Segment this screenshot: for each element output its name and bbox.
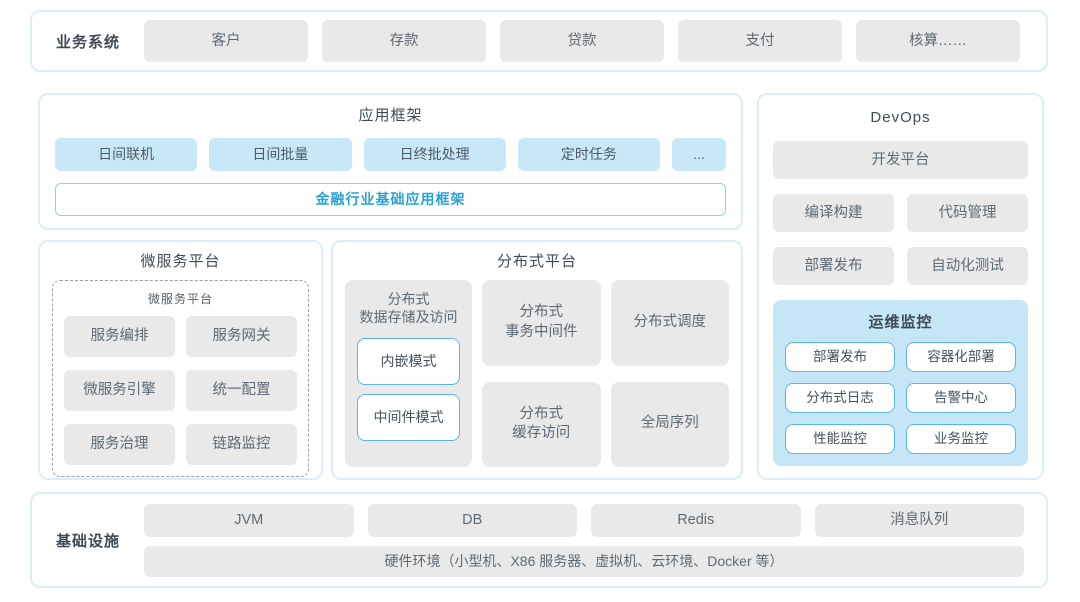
microservice-title: 微服务平台 [140,253,221,270]
dist-global-sequence: 全局序列 [610,381,729,467]
ops-monitoring-grid: 部署发布 容器化部署 分布式日志 告警中心 性能监控 业务监控 [785,342,1016,454]
storage-mode-middleware: 中间件模式 [357,394,460,442]
infrastructure-panel: 基础设施 JVM DB Redis 消息队列 硬件环境（小型机、X86 服务器、… [30,492,1048,588]
microservice-grid: 服务编排 服务网关 微服务引擎 统一配置 服务治理 链路监控 [64,316,297,465]
infrastructure-label: 基础设施 [55,532,120,550]
business-layer-label: 业务系统 [55,33,120,51]
module-scheduled-tasks: 定时任务 [517,138,660,171]
monitor-business: 业务监控 [906,424,1016,454]
tool-deploy-release: 部署发布 [773,247,894,285]
base-framework-box: 金融行业基础应用框架 [55,183,726,216]
monitor-alert-center: 告警中心 [906,383,1016,413]
distributed-storage-title: 分布式 数据存储及访问 [359,291,458,326]
tool-automated-testing: 自动化测试 [907,247,1028,285]
ms-service-governance: 服务治理 [64,424,175,465]
microservice-inner-group: 微服务平台 服务编排 服务网关 微服务引擎 统一配置 服务治理 链路监控 [52,280,309,477]
infrastructure-content: JVM DB Redis 消息队列 硬件环境（小型机、X86 服务器、虚拟机、云… [144,503,1024,577]
module-daytime-online: 日间联机 [55,138,198,171]
distributed-content: 分布式 数据存储及访问 内嵌模式 中间件模式 分布式 事务中间件 分布式 缓存访… [345,280,729,467]
infra-db: DB [367,503,577,537]
devops-panel: DevOps 开发平台 编译构建 代码管理 部署发布 自动化测试 运维监控 部署… [757,93,1044,480]
ms-trace-monitoring: 链路监控 [186,424,297,465]
tool-code-management: 代码管理 [907,194,1028,232]
hardware-environment-box: 硬件环境（小型机、X86 服务器、虚拟机、云环境、Docker 等） [144,545,1024,577]
dist-transaction-middleware: 分布式 事务中间件 [482,280,601,366]
devops-tools-grid: 编译构建 代码管理 部署发布 自动化测试 [773,194,1028,285]
monitor-containerized-deploy: 容器化部署 [906,342,1016,372]
business-item-accounting: 核算…… [856,20,1020,62]
storage-mode-embedded: 内嵌模式 [357,338,460,386]
ms-service-gateway: 服务网关 [186,316,297,357]
app-framework-modules-row: 日间联机 日间批量 日终批处理 定时任务 ... [55,138,726,171]
ms-service-orchestration: 服务编排 [64,316,175,357]
ops-monitoring-panel: 运维监控 部署发布 容器化部署 分布式日志 告警中心 性能监控 业务监控 [773,300,1028,466]
microservice-inner-title: 微服务平台 [147,292,213,306]
ops-monitoring-title: 运维监控 [868,314,933,331]
devops-title: DevOps [870,109,931,126]
module-daytime-batch: 日间批量 [209,138,352,171]
business-layer-panel: 业务系统 客户 存款 贷款 支付 核算…… [30,10,1048,72]
ms-unified-config: 统一配置 [186,370,297,411]
distributed-right-column: 分布式调度 全局序列 [610,280,729,467]
tool-compile-build: 编译构建 [773,194,894,232]
dist-cache-access: 分布式 缓存访问 [482,381,601,467]
distributed-panel: 分布式平台 分布式 数据存储及访问 内嵌模式 中间件模式 分布式 事务中间件 分… [331,240,743,480]
business-items-row: 客户 存款 贷款 支付 核算…… [144,20,1020,62]
app-framework-title: 应用框架 [358,107,423,124]
business-item-payment: 支付 [678,20,842,62]
dev-platform-box: 开发平台 [773,141,1028,179]
business-item-deposit: 存款 [322,20,486,62]
distributed-storage-box: 分布式 数据存储及访问 内嵌模式 中间件模式 [345,280,472,467]
business-item-customer: 客户 [144,20,308,62]
monitor-deploy-release: 部署发布 [785,342,895,372]
monitor-distributed-logs: 分布式日志 [785,383,895,413]
dist-scheduling: 分布式调度 [610,280,729,366]
infra-message-queue: 消息队列 [814,503,1024,537]
ms-microservice-engine: 微服务引擎 [64,370,175,411]
module-eod-batch: 日终批处理 [363,138,506,171]
module-ellipsis: ... [672,138,726,171]
monitor-performance: 性能监控 [785,424,895,454]
distributed-middle-column: 分布式 事务中间件 分布式 缓存访问 [482,280,601,467]
business-item-loan: 贷款 [500,20,664,62]
microservice-panel: 微服务平台 微服务平台 服务编排 服务网关 微服务引擎 统一配置 服务治理 链路… [38,240,323,480]
infra-redis: Redis [591,503,801,537]
app-framework-panel: 应用框架 日间联机 日间批量 日终批处理 定时任务 ... 金融行业基础应用框架 [38,93,743,230]
distributed-title: 分布式平台 [496,253,577,270]
infrastructure-items-row: JVM DB Redis 消息队列 [144,503,1024,537]
infra-jvm: JVM [144,503,354,537]
